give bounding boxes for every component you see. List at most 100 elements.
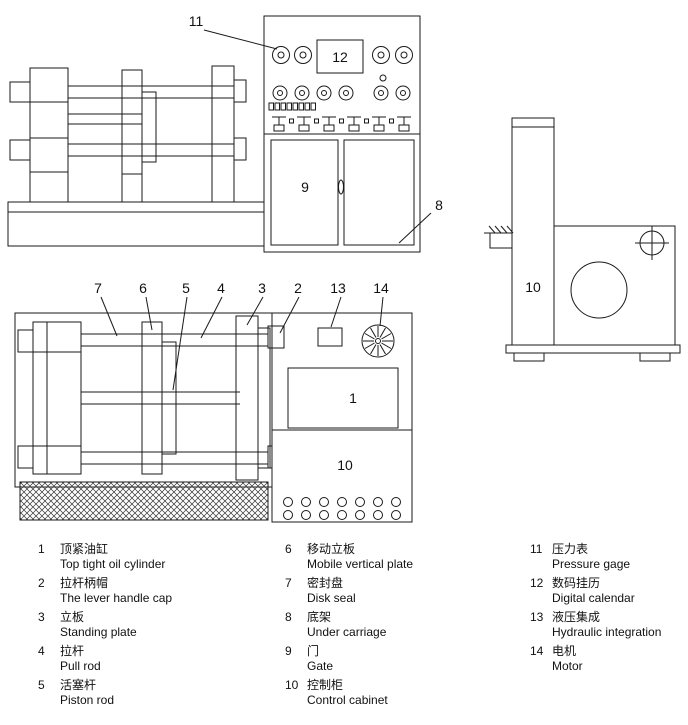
part-name-en: The lever handle cap bbox=[60, 591, 173, 605]
control-panel bbox=[263, 15, 421, 135]
door-handle bbox=[338, 179, 344, 195]
callout-5: 5 bbox=[182, 280, 190, 296]
part-name-zh: 数码挂历 bbox=[552, 576, 601, 590]
legend-item-1: 1 顶紧油缸 Top tight oil cylinder bbox=[38, 542, 245, 572]
part-name-en: Top tight oil cylinder bbox=[60, 557, 166, 571]
callout-11: 11 bbox=[189, 13, 204, 29]
part-name-zh: 顶紧油缸 bbox=[60, 542, 109, 556]
leader-lines bbox=[100, 29, 432, 391]
part-number: 8 bbox=[285, 610, 292, 624]
toggle-switch-row bbox=[272, 116, 411, 132]
callout-2: 2 bbox=[294, 280, 302, 296]
callout-4: 4 bbox=[217, 280, 225, 296]
parts-legend: 1 顶紧油缸 Top tight oil cylinder 2 拉杆柄帽 The l… bbox=[0, 542, 688, 712]
callout-12: 12 bbox=[332, 49, 348, 65]
part-number: 2 bbox=[38, 576, 45, 590]
part-name-zh: 拉杆 bbox=[60, 644, 85, 658]
legend-item-12: 12 数码挂历 Digital calendar bbox=[530, 576, 688, 606]
part-name-en: Pressure gage bbox=[552, 557, 631, 571]
part-number: 4 bbox=[38, 644, 45, 658]
legend-column-1: 1 顶紧油缸 Top tight oil cylinder 2 拉杆柄帽 The l… bbox=[0, 542, 245, 712]
part-name-zh: 移动立板 bbox=[307, 542, 356, 556]
callout-9: 9 bbox=[301, 179, 309, 195]
cabinet-right-door bbox=[343, 139, 415, 246]
part-name-zh: 活塞杆 bbox=[60, 678, 97, 692]
part-name-en: Hydraulic integration bbox=[552, 625, 662, 639]
part-number: 3 bbox=[38, 610, 45, 624]
part-number: 6 bbox=[285, 542, 292, 556]
part-number: 13 bbox=[530, 610, 544, 624]
callout-3: 3 bbox=[258, 280, 266, 296]
part-name-zh: 门 bbox=[307, 644, 320, 658]
part-number: 14 bbox=[530, 644, 544, 658]
part-number: 1 bbox=[38, 542, 45, 556]
callout-10-plan: 10 bbox=[337, 457, 353, 473]
part-name-zh: 立板 bbox=[60, 610, 85, 624]
part-name-zh: 底架 bbox=[307, 610, 332, 624]
legend-item-2: 2 拉杆柄帽 The lever handle cap bbox=[38, 576, 245, 606]
legend-item-3: 3 立板 Standing plate bbox=[38, 610, 245, 640]
legend-item-4: 4 拉杆 Pull rod bbox=[38, 644, 245, 674]
cabinet-left-door bbox=[270, 139, 339, 246]
callout-7: 7 bbox=[94, 280, 102, 296]
callout-13: 13 bbox=[330, 280, 346, 296]
side-view bbox=[484, 117, 681, 362]
callout-numbers: 11 12 9 8 10 7 6 5 4 3 2 13 14 1 10 bbox=[94, 13, 541, 473]
pressure-gage-icon bbox=[294, 46, 312, 64]
part-number: 9 bbox=[285, 644, 292, 658]
part-number: 11 bbox=[530, 542, 543, 556]
legend-item-13: 13 液压集成 Hydraulic integration bbox=[530, 610, 688, 640]
legend-item-6: 6 移动立板 Mobile vertical plate bbox=[285, 542, 490, 572]
hydraulic-integration-box bbox=[317, 327, 343, 347]
part-name-en: Disk seal bbox=[307, 591, 356, 605]
legend-item-9: 9 门 Gate bbox=[285, 644, 490, 674]
pressure-gage-icon bbox=[272, 46, 290, 64]
part-number: 12 bbox=[530, 576, 544, 590]
callout-10-side: 10 bbox=[525, 279, 541, 295]
part-number: 7 bbox=[285, 576, 292, 590]
control-cabinet-front bbox=[263, 133, 421, 253]
legend-column-2: 6 移动立板 Mobile vertical plate 7 密封盘 Disk se… bbox=[245, 542, 490, 712]
oil-cylinder-box bbox=[287, 367, 399, 429]
part-name-en: Control cabinet bbox=[307, 693, 388, 707]
part-name-zh: 压力表 bbox=[552, 542, 589, 556]
legend-item-7: 7 密封盘 Disk seal bbox=[285, 576, 490, 606]
part-name-en: Under carriage bbox=[307, 625, 387, 639]
motor-housing-circle bbox=[570, 261, 628, 319]
part-name-en: Piston rod bbox=[60, 693, 115, 707]
pressure-gage-icon bbox=[372, 46, 390, 64]
legend-item-11: 11 压力表 Pressure gage bbox=[530, 542, 688, 572]
callout-14: 14 bbox=[373, 280, 389, 296]
part-name-en: Motor bbox=[552, 659, 583, 673]
legend-item-10: 10 控制柜 Control cabinet bbox=[285, 678, 490, 708]
legend-item-14: 14 电机 Motor bbox=[530, 644, 688, 674]
callout-1: 1 bbox=[349, 390, 357, 406]
part-name-en: Pull rod bbox=[60, 659, 101, 673]
part-name-en: Gate bbox=[307, 659, 334, 673]
part-name-en: Standing plate bbox=[60, 625, 137, 639]
part-name-zh: 液压集成 bbox=[552, 610, 601, 624]
mobile-vertical-plate bbox=[141, 321, 163, 475]
digital-display bbox=[316, 39, 364, 74]
part-name-en: Mobile vertical plate bbox=[307, 557, 414, 571]
part-number: 10 bbox=[285, 678, 299, 692]
part-name-zh: 拉杆柄帽 bbox=[60, 576, 109, 590]
part-name-en: Digital calendar bbox=[552, 591, 635, 605]
part-name-zh: 电机 bbox=[552, 644, 577, 658]
legend-column-3: 11 压力表 Pressure gage 12 数码挂历 Digital calen… bbox=[490, 542, 688, 712]
legend-item-5: 5 活塞杆 Piston rod bbox=[38, 678, 245, 708]
part-name-zh: 控制柜 bbox=[307, 678, 344, 692]
pressure-gage-icon bbox=[395, 46, 413, 64]
part-number: 5 bbox=[38, 678, 45, 692]
callout-6: 6 bbox=[139, 280, 147, 296]
plan-control-cabinet bbox=[271, 429, 413, 523]
machine-technical-drawing: 11 12 9 8 10 7 6 5 4 3 2 13 14 1 10 bbox=[7, 13, 681, 523]
standing-plate bbox=[235, 315, 259, 481]
legend-item-8: 8 底架 Under carriage bbox=[285, 610, 490, 640]
callout-8: 8 bbox=[435, 197, 443, 213]
part-name-zh: 密封盘 bbox=[307, 576, 344, 590]
hatched-ground bbox=[19, 481, 269, 521]
vent-holes bbox=[283, 497, 401, 520]
plan-view bbox=[14, 312, 413, 523]
